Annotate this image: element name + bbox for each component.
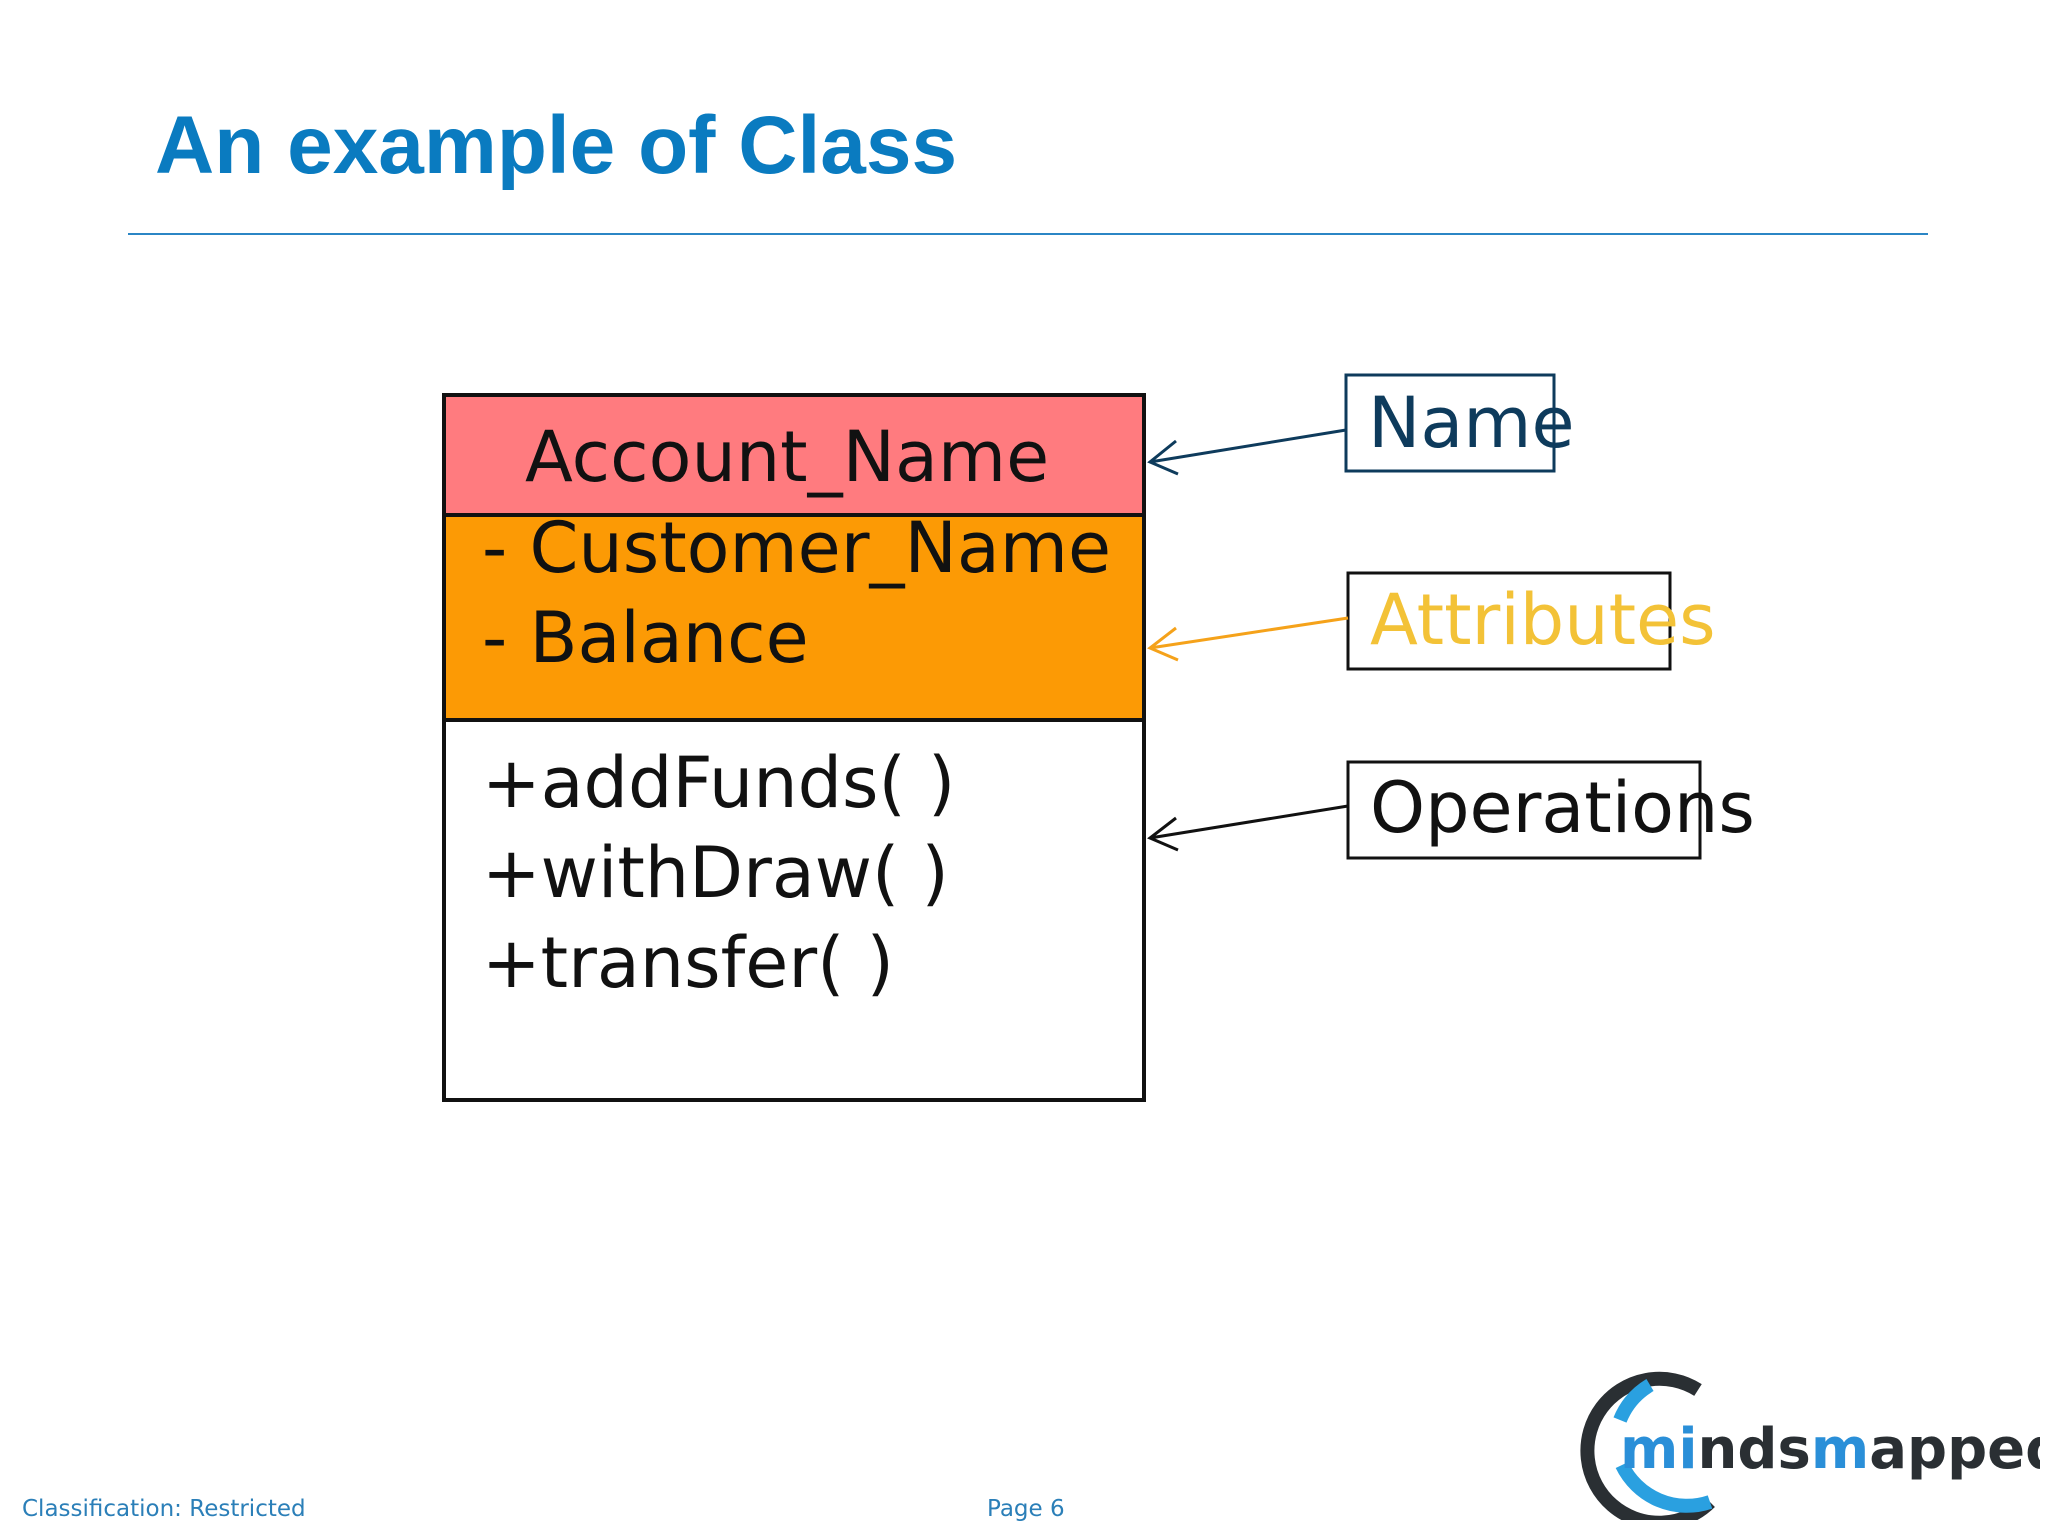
attributes-arrow xyxy=(1147,616,1349,662)
title-divider xyxy=(128,233,1928,235)
class-attributes-section xyxy=(442,513,1146,722)
page-number: Page 6 xyxy=(987,1496,1065,1522)
classification-label: Classification: Restricted xyxy=(22,1496,306,1522)
operation-transfer: +transfer( ) xyxy=(482,922,894,1004)
slide-title: An example of Class xyxy=(155,100,958,191)
class-name: Account_Name xyxy=(525,416,1050,498)
callout-operations-label: Operations xyxy=(1370,767,1755,849)
operation-addfunds: +addFunds( ) xyxy=(482,742,956,824)
callout-name-box xyxy=(1344,373,1556,473)
operations-arrow xyxy=(1147,804,1349,852)
logo-text: mindsmapped xyxy=(1620,1417,2040,1482)
attribute-balance: - Balance xyxy=(482,597,809,679)
mindsmapped-logo: mindsmapped xyxy=(1580,1371,2040,1520)
callout-attributes-box xyxy=(1346,571,1672,671)
name-arrow xyxy=(1147,428,1347,476)
class-name-section xyxy=(442,393,1146,517)
callout-name-label: Name xyxy=(1368,382,1575,464)
attribute-customer-name: - Customer_Name xyxy=(482,507,1112,589)
operation-withdraw: +withDraw( ) xyxy=(482,832,949,914)
class-operations-section xyxy=(442,718,1146,1102)
callout-attributes-label: Attributes xyxy=(1370,579,1716,661)
callout-operations-box xyxy=(1346,760,1702,860)
